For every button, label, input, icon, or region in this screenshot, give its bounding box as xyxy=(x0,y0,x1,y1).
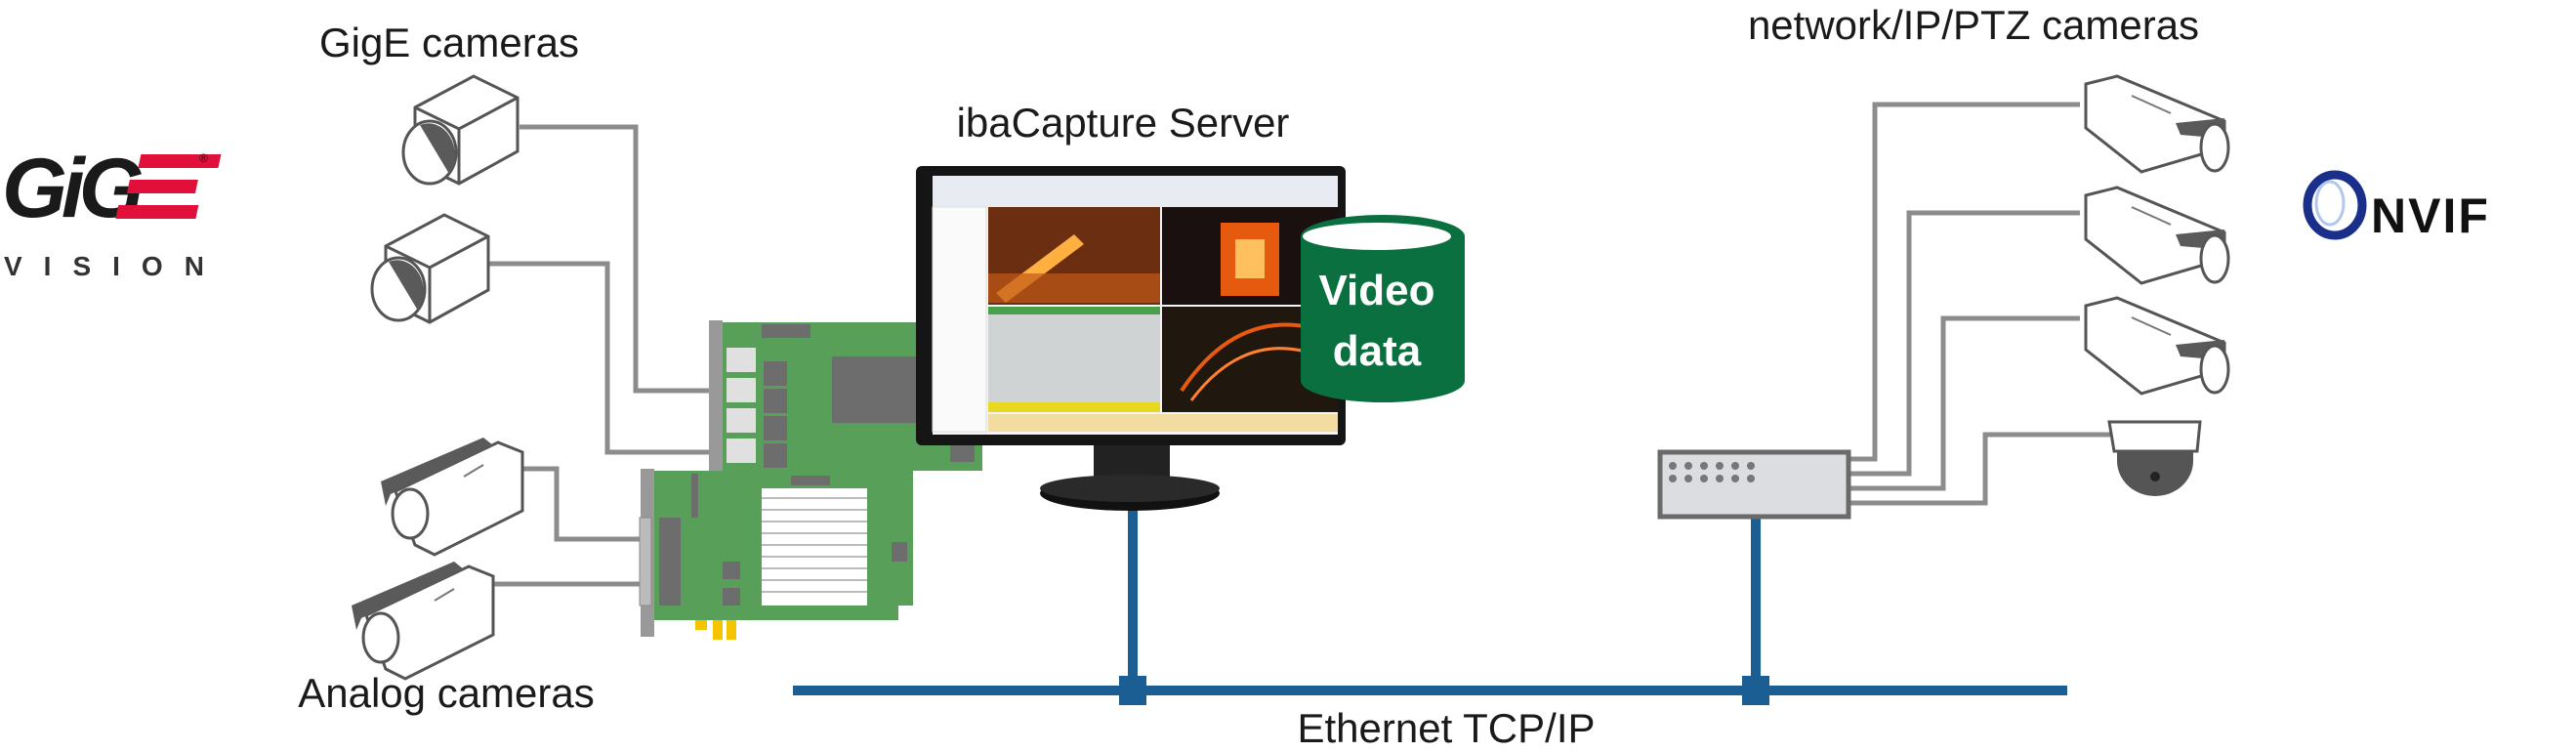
label-analog-cameras: Analog cameras xyxy=(298,670,595,716)
cable-ip-1 xyxy=(1849,102,2080,462)
label-server: ibaCapture Server xyxy=(957,100,1290,146)
label-gige-cameras: GigE cameras xyxy=(319,20,579,65)
cable-ip-3 xyxy=(1849,315,2080,491)
svg-text:NVIF: NVIF xyxy=(2371,188,2490,243)
svg-text:VISION: VISION xyxy=(4,251,226,281)
cable-gige-1 xyxy=(519,124,723,394)
onvif-logo: NVIF xyxy=(2303,170,2490,243)
analog-camera-icon xyxy=(352,562,495,681)
svg-text:®: ® xyxy=(199,151,208,165)
svg-text:GiG: GiG xyxy=(2,142,143,235)
server-monitor xyxy=(916,166,1346,511)
video-data-label-line1: Video xyxy=(1318,267,1434,314)
cable-gige-2 xyxy=(488,261,723,455)
gige-camera-icon xyxy=(401,74,519,186)
ptz-dome-camera-icon xyxy=(2107,420,2202,496)
screen-video-views xyxy=(988,207,1338,432)
ip-camera-icon xyxy=(2084,186,2230,285)
ip-camera-icon xyxy=(2084,296,2230,396)
video-data-database-icon: Video data xyxy=(1301,215,1465,402)
cable-ip-4 xyxy=(1849,432,2114,506)
gige-vision-logo: GiG ® VISION xyxy=(2,142,226,281)
network-switch-icon xyxy=(1657,449,1851,520)
label-network-cameras: network/IP/PTZ cameras xyxy=(1748,2,2199,48)
analog-frame-grabber-card xyxy=(639,469,913,640)
cable-ip-2 xyxy=(1849,210,2080,477)
cable-analog-1 xyxy=(519,466,652,542)
analog-camera-icon xyxy=(381,438,524,557)
video-data-label-line2: data xyxy=(1333,327,1422,375)
label-ethernet: Ethernet TCP/IP xyxy=(1297,705,1595,751)
gige-camera-icon xyxy=(370,213,490,324)
ethernet-bus xyxy=(793,508,2067,705)
ip-camera-icon xyxy=(2084,74,2230,174)
